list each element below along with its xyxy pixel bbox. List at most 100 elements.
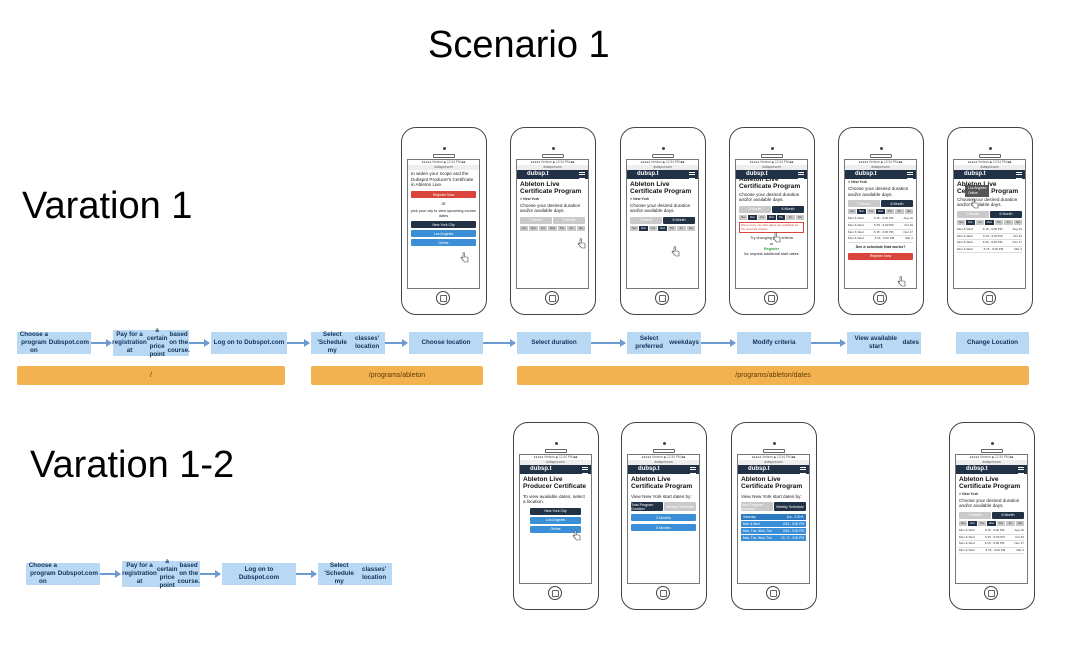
choose-text: Choose your desired duration and/or avai… [630,202,691,214]
duration-6-month[interactable]: 6 Month [772,205,804,213]
duration-6-month[interactable]: 6 Month [992,511,1024,519]
url-bar-root: / [17,366,285,385]
city-button-online[interactable]: Online [411,239,476,247]
or-text: or [441,201,446,207]
menu-icon[interactable] [1016,172,1022,179]
menu-icon[interactable] [579,172,585,179]
menu-icon[interactable] [907,172,913,179]
weekly-schedule-tab[interactable]: Weekly Schedule [774,502,806,512]
total-duration-tab[interactable]: Total Program Duration [631,502,663,512]
menu-icon[interactable] [689,172,695,179]
city-button-new-york[interactable]: New York City [411,221,476,229]
duration-3-month[interactable]: 3 Month [848,200,880,208]
flow-arrow [296,570,317,578]
home-button [984,586,998,600]
menu-icon[interactable] [1018,467,1024,474]
city-button-online[interactable]: Online [530,525,581,533]
home-button [655,291,669,305]
duration-6-month[interactable]: 6 Month [553,216,585,224]
duration-3-month[interactable]: 3 Month [957,210,989,218]
duration-6-month[interactable]: 6 Month [990,210,1022,218]
home-button [766,586,780,600]
menu-icon[interactable] [582,467,588,474]
flow-arrow [287,339,310,347]
register-now-button[interactable]: Register Now [411,191,476,199]
phone-screen: ●●●●● Verizon ◆ 12:34 PM ■■ dubspot.com … [626,159,699,289]
duration-3-month[interactable]: 3 Month [630,216,662,224]
home-button [656,586,670,600]
duration-6-month[interactable]: 6 Month [663,216,695,224]
location-label: > New York [520,196,540,201]
home-button [548,586,562,600]
menu-icon[interactable] [800,467,806,474]
site-logo: dubsp.t [736,170,807,179]
phone-mockup-schedule-results: ●●●●● Verizon ◆ 12:34 PM ■■ dubspot.com … [949,422,1035,610]
or-text: or [769,241,774,246]
home-button [764,291,778,305]
phone-screen: ●●●●● Verizon ◆ 12:34 PM ■■ dubspot.com … [955,454,1028,584]
duration-3-month[interactable]: 3 Month [959,511,991,519]
intro-text: to widen your scope and the Dubspot Prod… [411,171,474,188]
location-popup[interactable]: Los Angeles Online [965,185,990,198]
city-button-los-angeles[interactable]: Los Angeles [530,516,581,524]
phone-screen: ●●●●● Verizon ◆ 12:34 PM ■■ dubspot.com … [519,454,592,584]
flow-step-log-on: Log on to Dubspot.com [211,332,287,354]
tap-hand-icon [572,530,581,541]
program-title: Ableton Live Certificate Program [739,176,801,191]
duration-3-months[interactable]: 3 Months [631,514,696,522]
menu-icon[interactable] [690,467,696,474]
phone-screen: ●●●●● Verizon ◆ 12:34 PM ■■ dubspot.com … [627,454,700,584]
home-button [982,291,996,305]
choose-text: Choose your desired duration and/or avai… [957,196,1018,208]
city-button-los-angeles[interactable]: Los Angeles [411,230,476,238]
phone-screen: ●●●●● Verizon ◆ 12:34 PM ■■ dubspot.com … [953,159,1026,289]
phone-screen: ●●●●● Verizon ◆ 12:34 PM ■■ dubspot.com … [844,159,917,289]
view-ny-text: View New York start dates by: [741,493,802,499]
phone-mockup-modify-criteria: ●●●●● Verizon ◆ 12:34 PM ■■ dubspot.com … [729,127,815,315]
page-title: Scenario 1 [428,24,610,66]
weekly-schedule-tab[interactable]: Weekly Schedule [664,502,696,512]
register-link[interactable]: Register [763,246,780,251]
choose-text: Choose your desired duration and/or avai… [739,191,800,203]
menu-icon[interactable] [798,172,804,179]
duration-3-month[interactable]: 3 Month [520,216,552,224]
popup-item-online[interactable]: Online [968,191,978,196]
url-bar-programs-ableton: /programs/ableton [311,366,483,385]
total-duration-tab[interactable]: Total Program Duration [741,502,773,512]
tap-hand-icon [772,232,781,243]
register-now-button[interactable]: Register Now [848,252,913,260]
duration-6-month[interactable]: 6 Month [881,200,913,208]
program-title: Ableton Live Producer Certificate [523,476,587,491]
popup-item-los-angeles[interactable]: Los Angeles [968,186,987,190]
duration-3-month[interactable]: 3 Month [739,205,771,213]
city-button-new-york[interactable]: New York City [530,507,581,515]
duration-6-months[interactable]: 6 Months [631,524,696,532]
